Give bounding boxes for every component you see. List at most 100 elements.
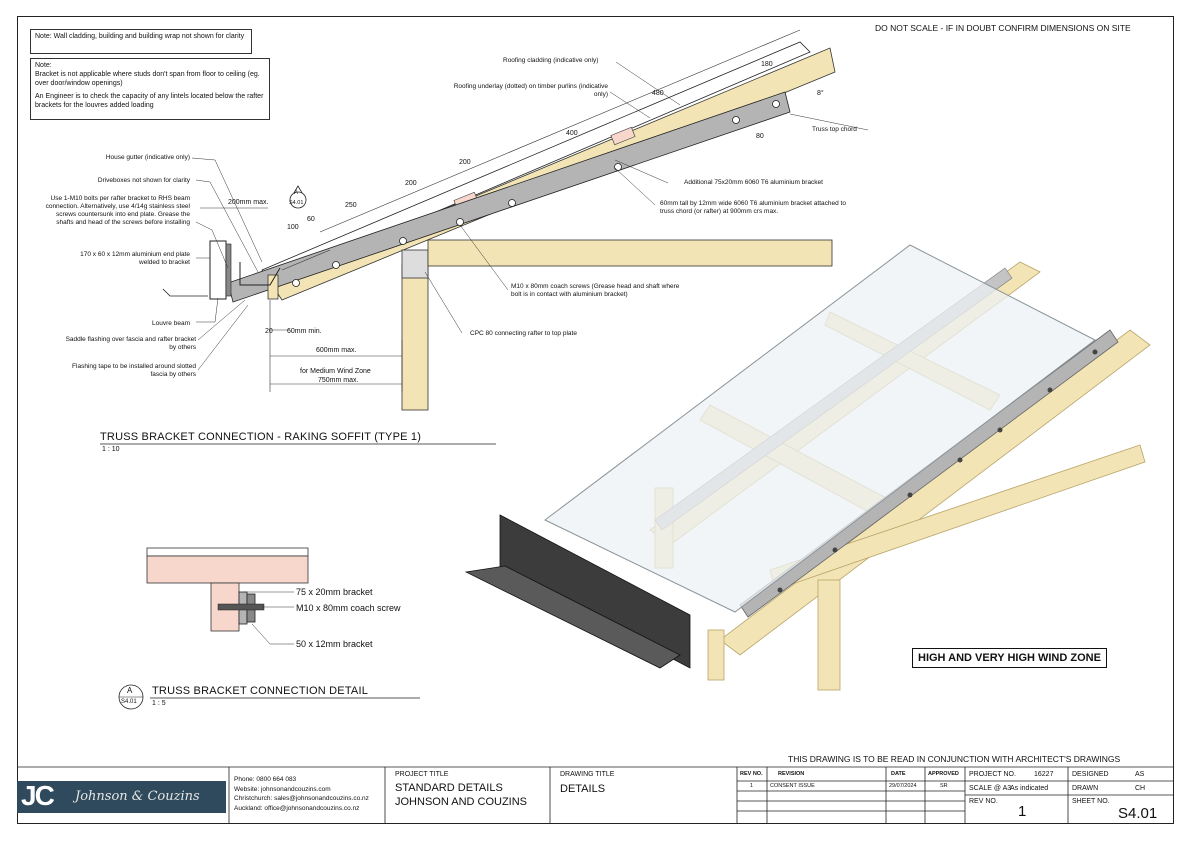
dim-250: 250 [345, 202, 357, 209]
detail2-title: TRUSS BRACKET CONNECTION DETAIL [152, 685, 369, 697]
dim-medium-wind: for Medium Wind Zone [300, 368, 371, 375]
note-engineer: An Engineer is to check the capacity of … [35, 93, 264, 109]
coach-screw [217, 603, 265, 611]
rev-row-revision: CONSENT ISSUE [770, 783, 815, 789]
callout-m10-bolts: Use 1-M10 bolts per rafter bracket to RH… [45, 195, 190, 226]
rev-row-approved: SR [940, 783, 948, 789]
dim-480: 480 [652, 90, 664, 97]
dim-200-b: 200 [459, 159, 471, 166]
rev-header-approved: APPROVED [928, 771, 959, 777]
dim-60: 60 [307, 216, 315, 223]
contact-website: Website: johnsonandcouzins.com [234, 785, 331, 793]
dim-200mm-max: 200mm max. [228, 199, 269, 206]
iso-post-corner [707, 629, 725, 681]
callout-additional-bracket: Additional 75x20mm 6060 T6 aluminium bra… [684, 179, 823, 186]
designed-label: DESIGNED [1072, 771, 1109, 778]
contact-phone: Phone: 0800 664 083 [234, 776, 297, 783]
rev-row-no: 1 [750, 783, 754, 789]
dim-200-a: 200 [405, 180, 417, 187]
sheet-no: S4.01 [1118, 805, 1158, 822]
aluminium-bracket [227, 91, 791, 303]
detail1-section [162, 29, 869, 411]
callout-flashing-tape: Flashing tape to be installed around slo… [72, 363, 196, 378]
callout-louvre-beam: Louvre beam [152, 320, 190, 327]
rev-no-label: REV NO. [969, 798, 998, 805]
dim-80: 80 [756, 133, 764, 140]
callout-truss-top-chord: Truss top chord [812, 126, 857, 133]
rev-header-date: DATE [891, 771, 906, 777]
contact-block: Phone: 0800 664 083 Website: johnsonandc… [234, 775, 369, 813]
callout-driveboxes: Driveboxes not shown for clarity [97, 177, 190, 184]
contact-auckland: Auckland: office@johnsonandcouzins.co.nz [234, 804, 360, 812]
scale-label: SCALE @ A3 [969, 785, 1012, 792]
label-75x20-bracket: 75 x 20mm bracket [296, 587, 373, 597]
iso-louvre-beam [499, 514, 691, 669]
louvre-beam [209, 240, 227, 300]
iso-gutter [464, 565, 681, 669]
dim-100: 100 [287, 224, 299, 231]
section-marker-letter: A [294, 190, 299, 196]
contact-christchurch: Christchurch: sales@johnsonandcouzins.co… [234, 795, 369, 802]
section-marker-sheet: S4.01 [289, 200, 304, 206]
company-logo: JC Johnson & Couzins [17, 780, 226, 813]
top-plate [401, 249, 429, 279]
isometric-view [464, 244, 1151, 691]
note-cladding: Note: Wall cladding, building and buildi… [30, 29, 252, 54]
rev-row-date: 29/07/2024 [889, 783, 917, 789]
detail2-section [118, 547, 420, 710]
detail2-marker-letter: A [127, 686, 133, 695]
label-m10-coach-screw: M10 x 80mm coach screw [296, 603, 401, 613]
callout-roofing-cladding: Roofing cladding (indicative only) [503, 57, 599, 64]
callout-aluminium-bracket: 60mm tall by 12mm wide 6060 T6 aluminium… [660, 200, 846, 215]
drawing-title-label: DRAWING TITLE [560, 771, 615, 778]
ceiling-board [146, 555, 309, 584]
rev-no: 1 [1018, 803, 1027, 820]
detail1-leaders [191, 61, 869, 371]
project-no: 16227 [1034, 771, 1054, 778]
house-gutter [239, 262, 281, 286]
ceiling-joist [427, 239, 833, 267]
bracket-bolts [292, 100, 780, 287]
sheet-no-label: SHEET NO. [1072, 798, 1110, 805]
detail2-leaders [243, 591, 294, 645]
footer-grid [17, 766, 1174, 824]
dim-750mm-max: 750mm max. [318, 377, 359, 384]
iso-glass-panel [544, 244, 1096, 613]
note-bracket: Note: Bracket is not applicable where st… [30, 58, 270, 120]
wind-zone-label: HIGH AND VERY HIGH WIND ZONE [912, 648, 1107, 668]
section-marker-circle [289, 191, 307, 209]
callout-roofing-underlay: Roofing underlay (dotted) on timber purl… [453, 83, 608, 98]
callout-house-gutter: House gutter (indicative only) [105, 154, 190, 161]
drawn-value: CH [1135, 785, 1146, 792]
drawing-title: DETAILS [560, 783, 606, 795]
do-not-scale-note: DO NOT SCALE - IF IN DOUBT CONFIRM DIMEN… [875, 23, 1131, 33]
project-title-line1: STANDARD DETAILS [395, 782, 503, 794]
iso-post-front [817, 579, 841, 691]
detail1-scale: 1 : 10 [102, 446, 120, 453]
dim-20: 20 [265, 328, 273, 335]
louvre-blade [162, 288, 208, 297]
project-title-label: PROJECT TITLE [395, 771, 449, 778]
wall-stud [401, 263, 429, 411]
designed-value: AS [1135, 771, 1145, 778]
detail2-marker-sheet: S4.01 [121, 699, 137, 705]
callout-cpc80: CPC 80 connecting rafter to top plate [470, 330, 577, 337]
note-bracket-body: Bracket is not applicable where studs do… [35, 71, 260, 87]
rev-header-revno: REV NO. [740, 771, 763, 777]
read-with-note: THIS DRAWING IS TO BE READ IN CONJUNCTIO… [788, 754, 1121, 764]
logo-name: Johnson & Couzins [75, 789, 200, 804]
callout-coach-screws: M10 x 80mm coach screws (Grease head and… [511, 283, 680, 298]
end-plate [225, 243, 232, 297]
project-title-line2: JOHNSON AND COUZINS [395, 796, 528, 808]
detail1-title: TRUSS BRACKET CONNECTION - RAKING SOFFIT… [100, 431, 422, 443]
detail2-scale: 1 : 5 [152, 700, 166, 707]
note-bracket-head: Note: [35, 62, 52, 69]
drawn-label: DRAWN [1072, 785, 1099, 792]
dim-angle: 8° [817, 90, 824, 97]
dim-180: 180 [761, 61, 773, 68]
dim-600mm-max: 600mm max. [316, 347, 357, 354]
sheet-border [17, 16, 1174, 824]
dim-60mm-min: 60mm min. [287, 328, 322, 335]
purlin [610, 126, 636, 146]
